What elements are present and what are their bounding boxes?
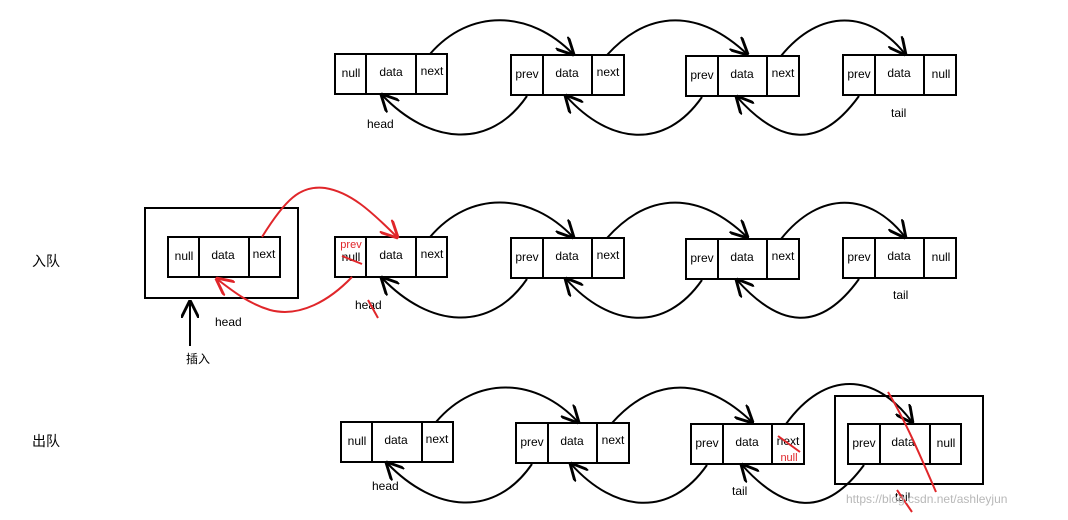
row3-node1-null: null: [348, 434, 367, 448]
row2-node1-new-prev: prev: [340, 239, 362, 251]
row2-old-head-label: head: [355, 298, 382, 312]
row2-node4-null: null: [932, 250, 951, 264]
row3-node3-data: data: [735, 435, 759, 449]
row3-node3-prev: prev: [695, 436, 718, 450]
row1-node1-data: data: [379, 65, 403, 79]
row3-tail-label: tail: [732, 484, 747, 498]
row1-node2-prev: prev: [515, 67, 538, 81]
row2-new-head-label: head: [215, 315, 242, 329]
watermark: https://blog.csdn.net/ashleyjun: [846, 492, 1007, 506]
row2-node2-data: data: [555, 249, 579, 263]
row2-node2-prev: prev: [515, 250, 538, 264]
row2-node3-data: data: [730, 250, 754, 264]
row-label-dequeue: 出队: [32, 434, 60, 450]
row2-tail-label: tail: [893, 288, 908, 302]
row3-node3-next: next: [777, 434, 800, 448]
row2-node1-data: data: [379, 248, 403, 262]
row3-node2-next: next: [602, 433, 625, 447]
row2-new-next: next: [253, 247, 276, 261]
row1-node2-data: data: [555, 66, 579, 80]
row2-red-edits: [217, 186, 397, 319]
row2-new-data: data: [211, 248, 235, 262]
old-tail-strike: [896, 489, 913, 513]
row1-node4-data: data: [887, 66, 911, 80]
old-head-strike: [367, 299, 379, 319]
row1-node2-next: next: [597, 65, 620, 79]
row3-node1-data: data: [384, 433, 408, 447]
next-strike: [777, 435, 801, 453]
row1-head-label: head: [367, 117, 394, 131]
row3-pointer-arrows: [387, 383, 912, 504]
row2-node3-prev: prev: [690, 251, 713, 265]
row1-node4-prev: prev: [847, 67, 870, 81]
row1-node1-null: null: [342, 66, 361, 80]
old-prev-link-arrow: [217, 277, 353, 313]
row3-node3-new-null: null: [780, 452, 797, 464]
new-node-frame: [144, 207, 299, 299]
removed-node-frame: [834, 395, 984, 485]
new-next-link-arrow: [261, 186, 397, 237]
row1-node3-next: next: [772, 66, 795, 80]
row2-node3-next: next: [772, 249, 795, 263]
row3-red-edits: [777, 391, 937, 513]
row3-node2-prev: prev: [520, 435, 543, 449]
row2-node1-next: next: [421, 247, 444, 261]
row1-node3-data: data: [730, 67, 754, 81]
insert-label: 插入: [186, 352, 210, 366]
row2-pointer-arrows: [382, 201, 905, 319]
row3-removed-prev: prev: [852, 436, 875, 450]
row1-node3-prev: prev: [690, 68, 713, 82]
row3-removed-null: null: [937, 436, 956, 450]
row3-node1-next: next: [426, 432, 449, 446]
row2-node4-prev: prev: [847, 250, 870, 264]
null-strike: [341, 255, 363, 265]
row2-new-null: null: [175, 249, 194, 263]
row3-head-label: head: [372, 479, 399, 493]
row1-tail-label: tail: [891, 106, 906, 120]
row3-node2-data: data: [560, 434, 584, 448]
row2-node4-data: data: [887, 249, 911, 263]
row3-removed-data: data: [891, 435, 915, 449]
row1-node1-next: next: [421, 64, 444, 78]
removed-node-strike: [887, 391, 937, 493]
row2-node2-next: next: [597, 248, 620, 262]
row-label-enqueue: 入队: [32, 254, 60, 270]
row1-node4-null: null: [932, 67, 951, 81]
row1-pointer-arrows: [382, 19, 905, 136]
